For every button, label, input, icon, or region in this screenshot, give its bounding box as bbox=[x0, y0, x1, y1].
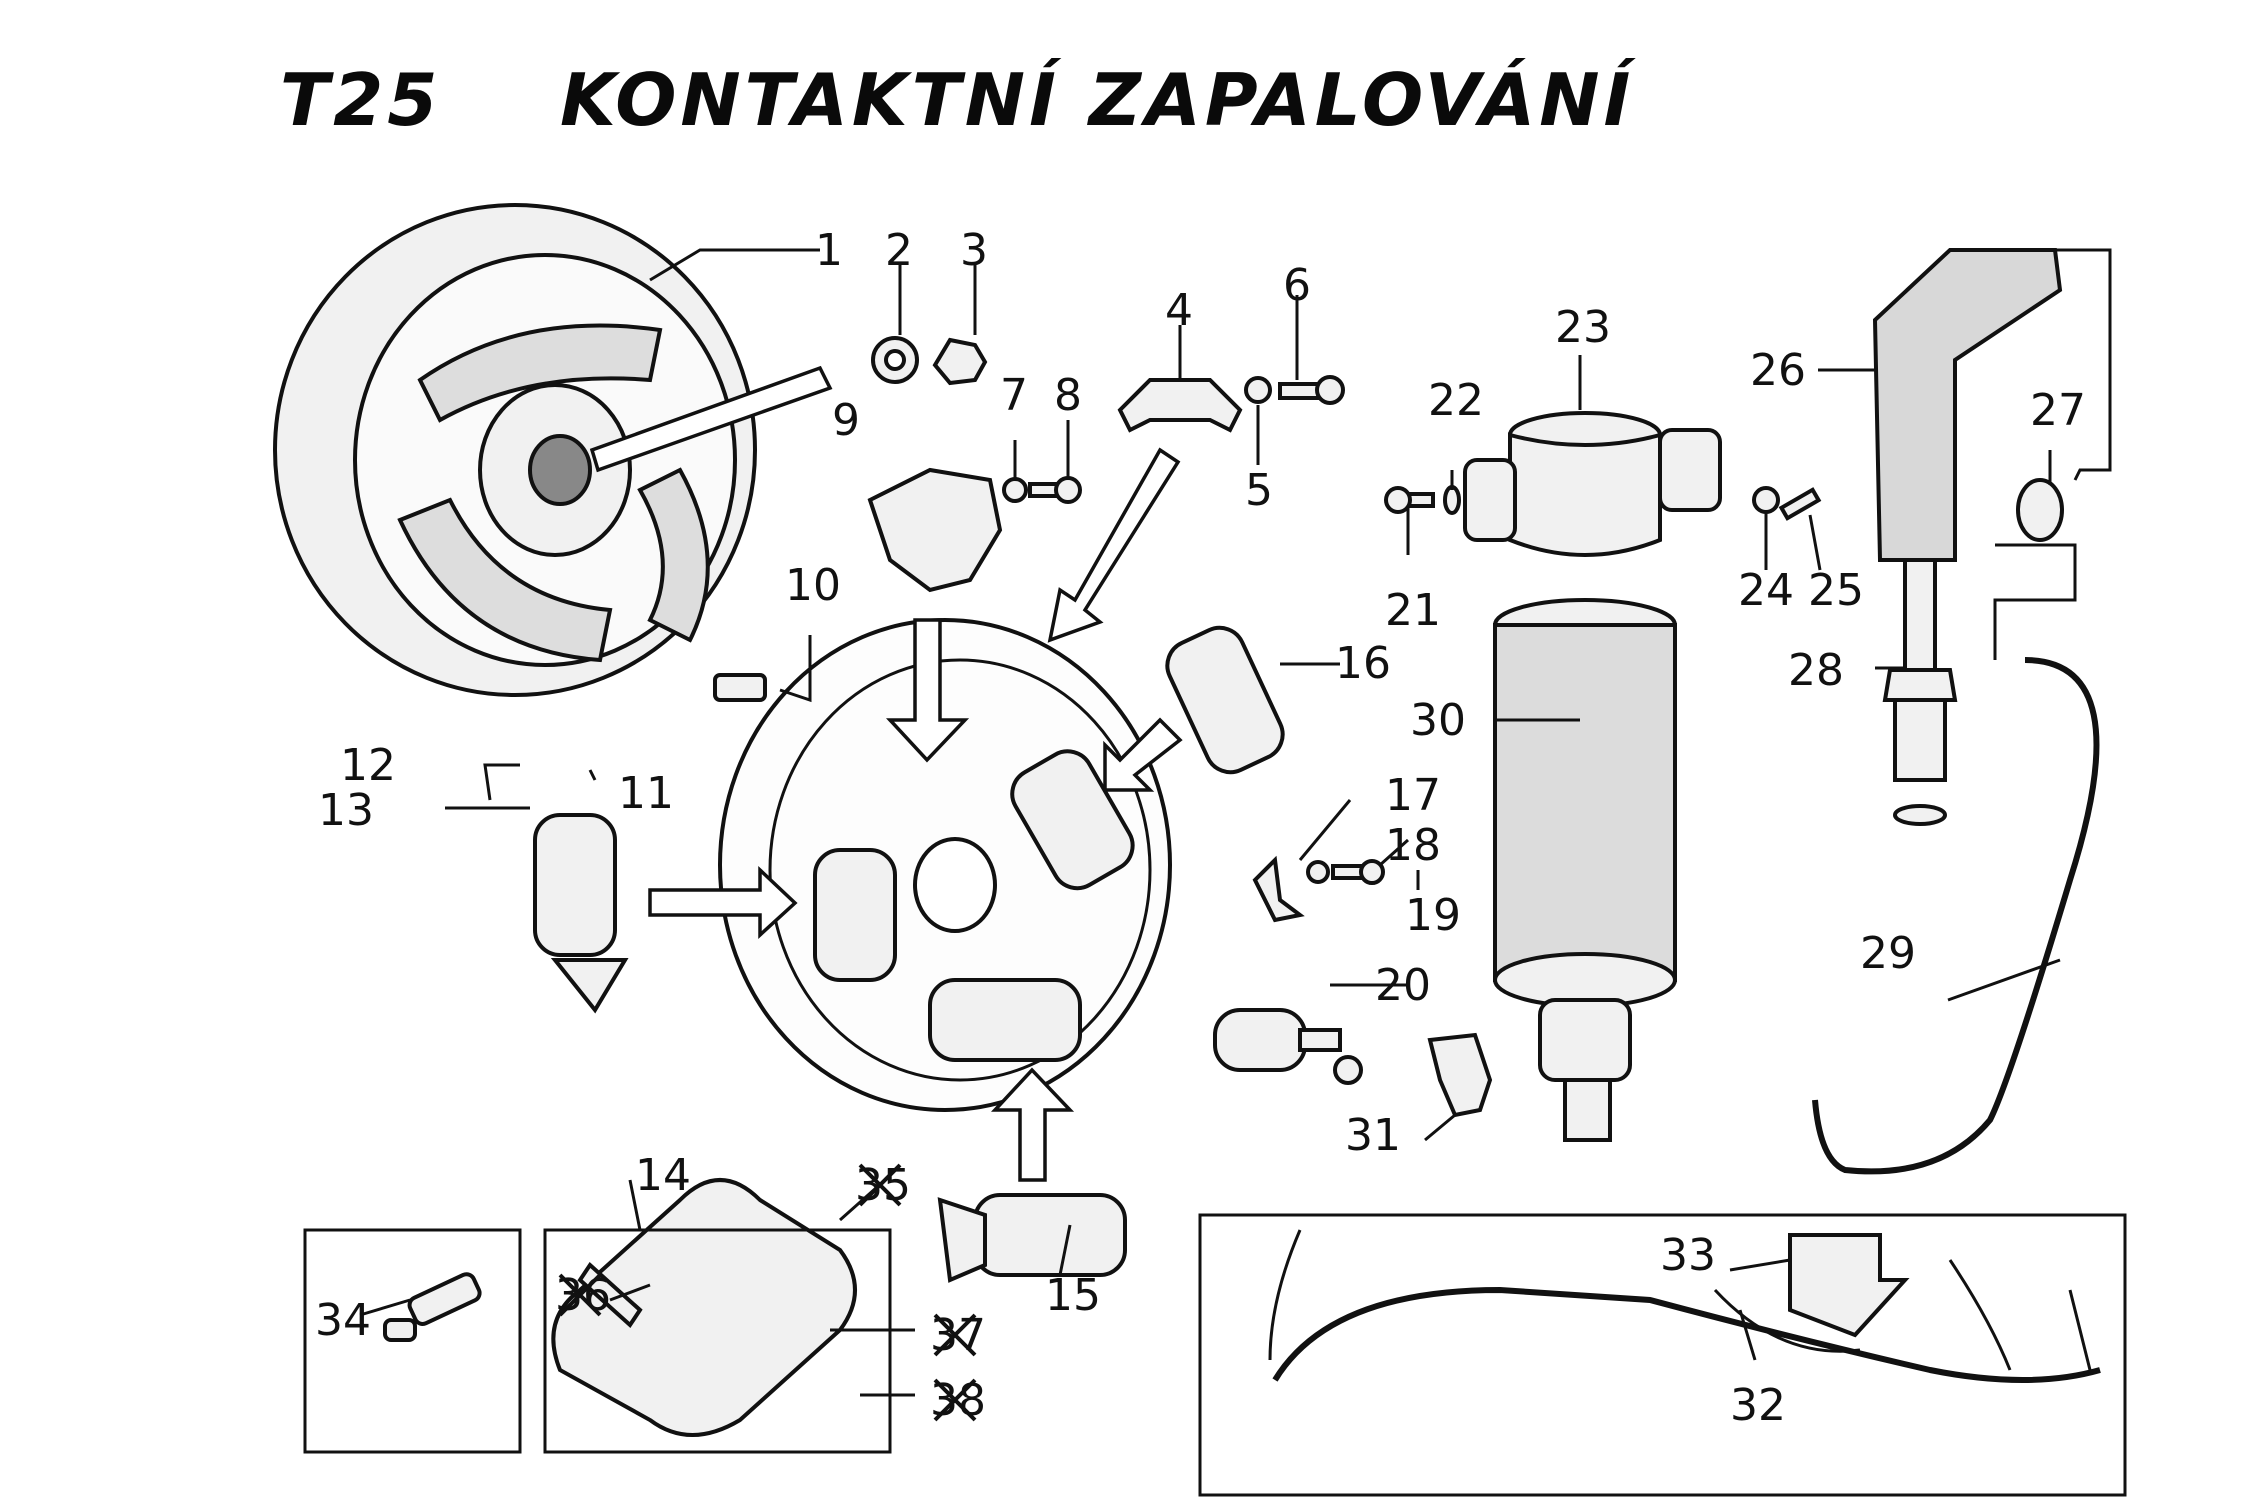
callout-37: 37 bbox=[930, 1310, 986, 1361]
part-32-wiring-branch bbox=[1268, 1229, 2092, 1371]
callout-7: 7 bbox=[1000, 370, 1028, 421]
callout-17: 17 bbox=[1385, 770, 1441, 821]
callout-23: 23 bbox=[1555, 302, 1611, 353]
callout-5: 5 bbox=[1245, 465, 1273, 516]
part-6-screw-head bbox=[1315, 375, 1345, 405]
callout-14: 14 bbox=[635, 1150, 691, 1201]
callout-9: 9 bbox=[832, 395, 860, 446]
part-27-grommet bbox=[2016, 478, 2064, 542]
callout-2: 2 bbox=[885, 225, 913, 276]
pointer-arrow-bottom bbox=[990, 1067, 1075, 1182]
inset-box-32 bbox=[1198, 1213, 2127, 1497]
crossed-out-36 bbox=[558, 1273, 602, 1317]
part-23-coil-clamp bbox=[1463, 411, 1722, 557]
stator-coil-upper bbox=[1010, 749, 1135, 891]
callout-38: 38 bbox=[930, 1375, 986, 1426]
part-10-felt bbox=[713, 673, 767, 702]
callout-18: 18 bbox=[1385, 820, 1441, 871]
part-26-spark-plug-cap bbox=[1872, 248, 2063, 562]
callout-33: 33 bbox=[1660, 1230, 1716, 1281]
callout-20: 20 bbox=[1375, 960, 1431, 1011]
callout-19: 19 bbox=[1405, 890, 1461, 941]
pointer-arrow-upper-right bbox=[1103, 717, 1183, 792]
callout-6: 6 bbox=[1283, 260, 1311, 311]
part-29-ht-lead bbox=[1812, 657, 2100, 1175]
callout-8: 8 bbox=[1054, 370, 1082, 421]
callout-30: 30 bbox=[1410, 695, 1466, 746]
part-18-washer bbox=[1306, 860, 1330, 884]
part-5-washer bbox=[1244, 376, 1272, 404]
callout-22: 22 bbox=[1428, 375, 1484, 426]
callout-32: 32 bbox=[1730, 1380, 1786, 1431]
callout-28: 28 bbox=[1788, 645, 1844, 696]
part-24-washer bbox=[1752, 486, 1780, 514]
part-25-screw bbox=[1778, 487, 1822, 521]
callout-34: 34 bbox=[315, 1295, 371, 1346]
part-20-capacitor bbox=[1213, 1008, 1363, 1085]
callout-35: 35 bbox=[855, 1160, 911, 1211]
callout-16: 16 bbox=[1335, 638, 1391, 689]
part-34-connector-b bbox=[383, 1318, 417, 1342]
part-7-washer bbox=[1002, 477, 1028, 503]
crossed-out-37 bbox=[933, 1313, 977, 1357]
callout-24: 24 bbox=[1738, 565, 1794, 616]
callout-27: 27 bbox=[2030, 385, 2086, 436]
callout-31: 31 bbox=[1345, 1110, 1401, 1161]
part-3-nut bbox=[932, 337, 988, 386]
part-34-connector bbox=[407, 1272, 482, 1326]
part-16-coil bbox=[1165, 625, 1285, 775]
callout-25: 25 bbox=[1808, 565, 1864, 616]
pointer-arrow-left bbox=[648, 865, 798, 939]
callout-36: 36 bbox=[555, 1270, 611, 1321]
part-22-washer bbox=[1443, 485, 1461, 515]
part-21-screw-head bbox=[1384, 486, 1412, 514]
part-4-bracket bbox=[1117, 378, 1243, 433]
callout-10: 10 bbox=[785, 560, 841, 611]
part-1-flywheel bbox=[273, 203, 757, 697]
crossed-out-38 bbox=[933, 1378, 977, 1422]
callout-13: 13 bbox=[318, 785, 374, 836]
pointer-arrow-center bbox=[885, 618, 970, 763]
part-14-insulator bbox=[551, 1178, 857, 1437]
pointer-arrow-flywheel bbox=[589, 365, 833, 473]
diagram-title: T25 KONTAKTNÍ ZAPALOVÁNÍ bbox=[0, 40, 2250, 160]
callout-12: 12 bbox=[340, 740, 396, 791]
stator-coil-lower bbox=[928, 978, 1082, 1062]
crossed-out-35 bbox=[858, 1163, 902, 1207]
callout-1: 1 bbox=[815, 225, 843, 276]
callout-21: 21 bbox=[1385, 585, 1441, 636]
inset-box-34 bbox=[303, 1228, 522, 1454]
stator-coil-left bbox=[813, 848, 897, 982]
callout-15: 15 bbox=[1045, 1270, 1101, 1321]
leader-lines bbox=[359, 248, 2112, 1397]
part-17-lug bbox=[1252, 855, 1305, 923]
part-30-ignition-coil bbox=[1493, 598, 1677, 1142]
part-33-grommet bbox=[1788, 1233, 1910, 1338]
callout-3: 3 bbox=[960, 225, 988, 276]
inset-box-14 bbox=[543, 1228, 892, 1454]
pointer-arrow-4 bbox=[1047, 447, 1181, 643]
model-code: T25 bbox=[280, 58, 442, 142]
part-19-screw bbox=[1331, 864, 1365, 880]
part-19-screw-head bbox=[1359, 859, 1385, 885]
callout-11: 11 bbox=[618, 768, 674, 819]
diagram-name: KONTAKTNÍ ZAPALOVÁNÍ bbox=[560, 58, 1635, 142]
callout-29: 29 bbox=[1860, 928, 1916, 979]
part-31-terminal bbox=[1427, 1032, 1493, 1118]
callout-4: 4 bbox=[1165, 285, 1193, 336]
callout-26: 26 bbox=[1750, 345, 1806, 396]
part-28-spark-plug bbox=[1882, 558, 1958, 826]
part-9-contact-breaker bbox=[867, 467, 1003, 593]
part-15-coil bbox=[937, 1193, 1127, 1283]
part-11-coil bbox=[533, 813, 629, 1014]
part-8-screw-head bbox=[1054, 476, 1082, 504]
part-2-washer-hole bbox=[884, 349, 906, 371]
